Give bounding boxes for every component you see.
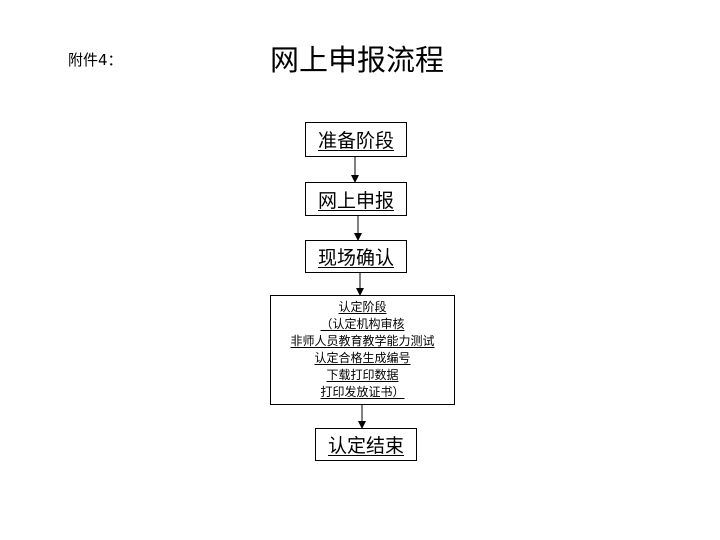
detail-line: 下载打印数据: [326, 368, 399, 382]
step-certification-stage: 认定阶段 （认定机构审核 非师人员教育教学能力测试 认定合格生成编号 下载打印数…: [270, 295, 455, 405]
step-certification-complete: 认定结束: [315, 428, 417, 461]
step-preparation: 准备阶段: [305, 122, 407, 157]
detail-line: 认定合格生成编号: [314, 351, 411, 365]
step-online-application: 网上申报: [305, 182, 407, 216]
detail-line: （认定机构审核: [320, 317, 405, 331]
detail-line: 打印发放证书）: [320, 385, 405, 399]
page-title: 网上申报流程: [270, 43, 445, 77]
detail-line: 认定阶段: [338, 300, 387, 314]
detail-line: 非师人员教育教学能力测试: [290, 334, 435, 348]
attachment-label: 附件4：: [68, 51, 123, 69]
step-on-site-confirmation: 现场确认: [305, 240, 407, 273]
